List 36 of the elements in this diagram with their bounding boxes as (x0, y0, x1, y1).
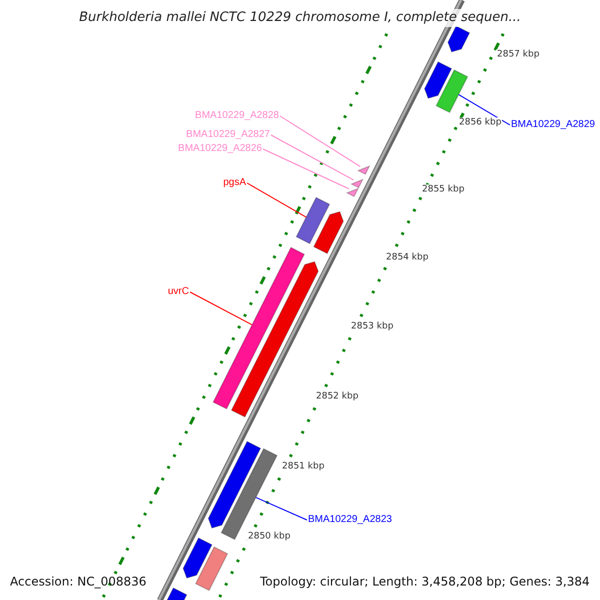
gene-feature (212, 246, 305, 410)
tick-label: 2857 kbp (496, 50, 540, 60)
gene-label: BMA10229_A2827 (186, 128, 270, 141)
tick-label: 2853 kbp (350, 322, 394, 332)
leader-line (246, 182, 307, 218)
gene-label: BMA10229_A2829 (511, 118, 595, 131)
gene-label: BMA10229_A2826 (178, 142, 262, 155)
leader-line (262, 148, 350, 190)
leader-line (270, 134, 354, 180)
gene-feature (208, 440, 262, 529)
leader-line (255, 496, 308, 520)
gene-marker (346, 188, 360, 198)
gene-feature (447, 25, 470, 53)
gene-label: BMA10229_A2823 (308, 513, 392, 526)
footer-text: Topology: circular; Length: 3,458,208 bp; Genes: 3,384 (260, 574, 590, 590)
gene-feature (182, 537, 213, 579)
tick-label: 2855 kbp (421, 184, 466, 196)
tick-label: 2854 kbp (385, 252, 430, 264)
tick-label: 2856 kbp (458, 118, 502, 128)
tick-label: 2850 kbp (247, 532, 292, 542)
leader-line (458, 94, 510, 126)
gene-marker (356, 165, 370, 175)
gene-label: uvrC (168, 285, 189, 298)
tick-label: 2851 kbp (281, 462, 326, 472)
gene-feature (424, 61, 452, 99)
gene-feature (436, 69, 468, 114)
leader-line (280, 116, 361, 168)
gene-feature (313, 211, 344, 254)
gene-feature (195, 546, 228, 592)
gene-label: pgsA (223, 176, 246, 189)
gene-feature (296, 196, 330, 244)
leader-line (190, 292, 253, 326)
footer-text: Accession: NC_008836 (10, 574, 146, 590)
gene-label: BMA10229_A2828 (195, 109, 279, 122)
gene-marker (350, 178, 364, 188)
tick-label: 2852 kbp (315, 392, 360, 402)
